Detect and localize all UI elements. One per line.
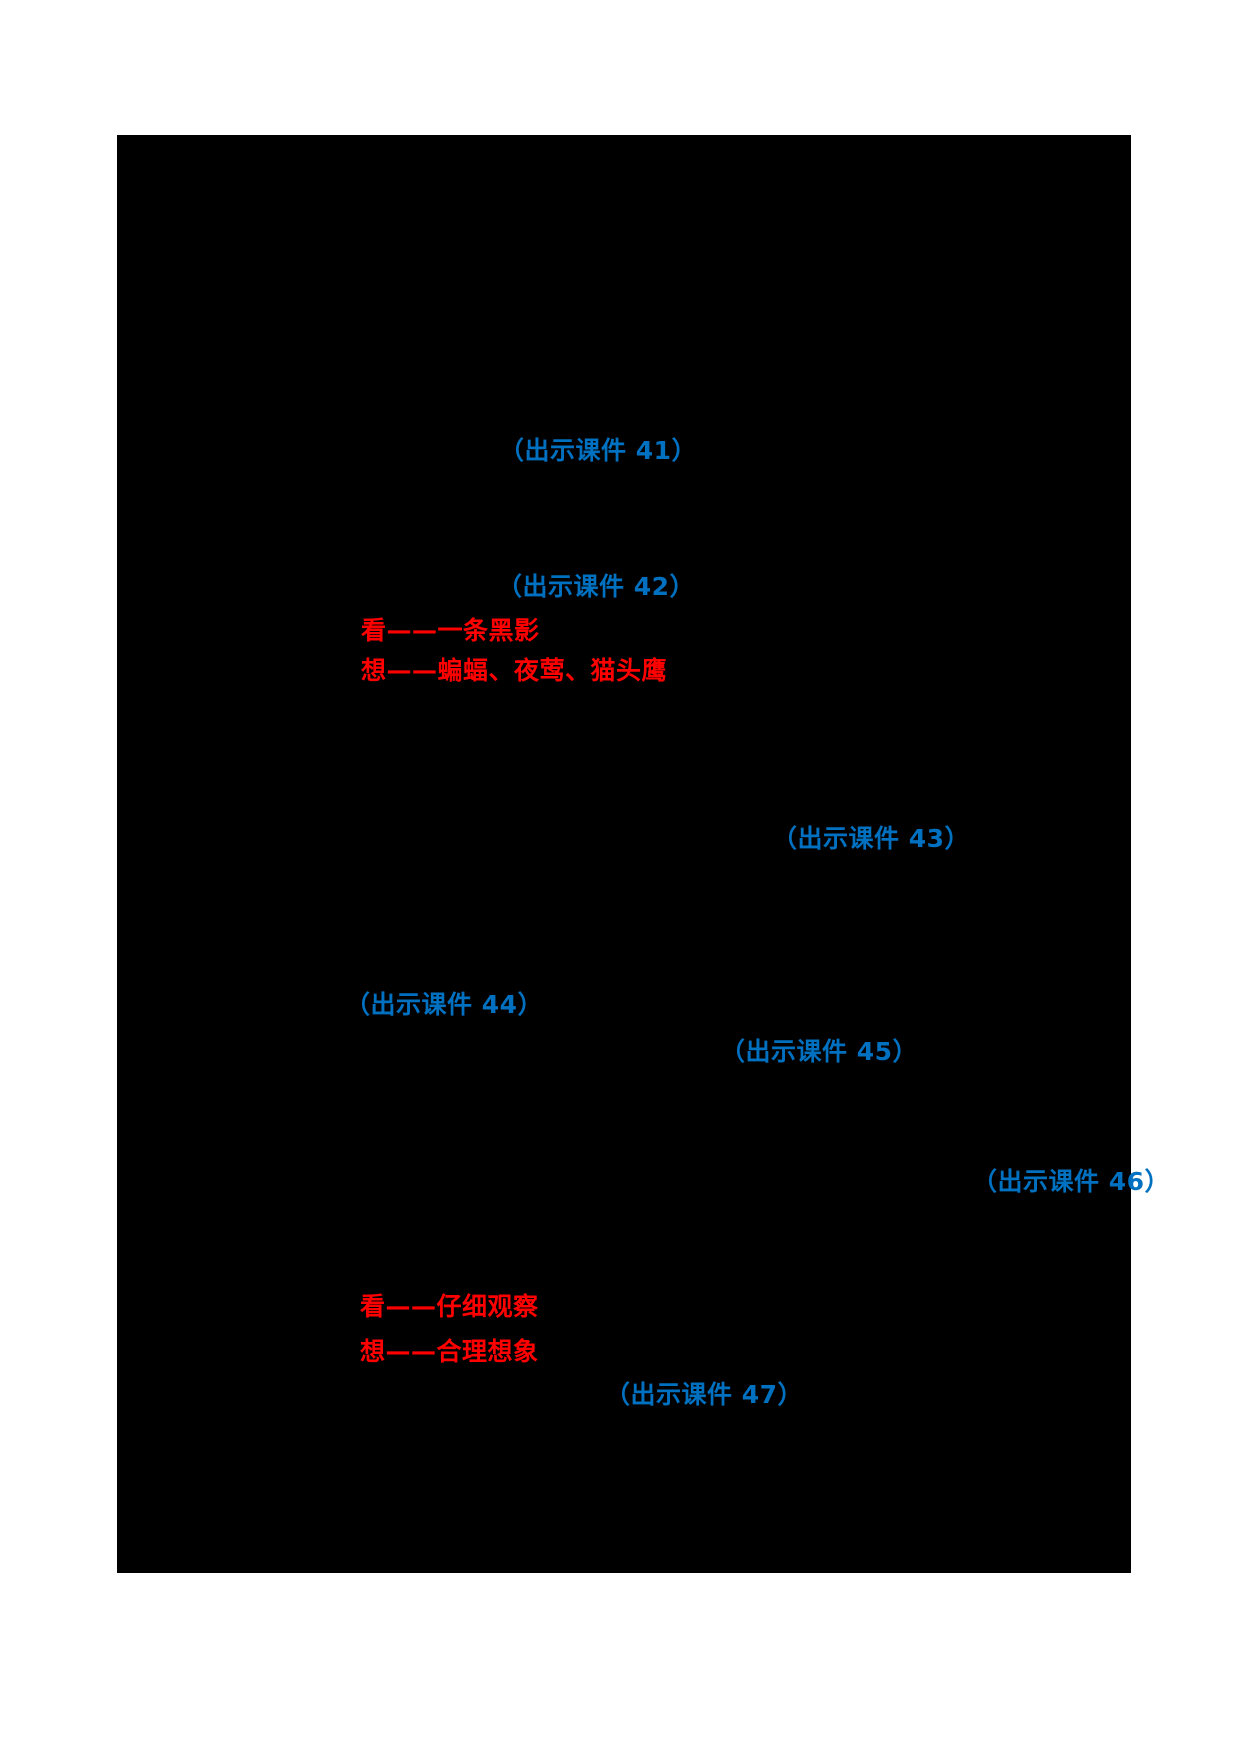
board-note-think-animals: 想——蝙蝠、夜莺、猫头鹰	[361, 656, 668, 685]
courseware-cue-43: （出示课件 43）	[772, 824, 970, 853]
board-note-look-shadow: 看——一条黑影	[361, 616, 540, 645]
courseware-cue-46: （出示课件 46）	[972, 1167, 1170, 1196]
courseware-cue-41: （出示课件 41）	[499, 436, 697, 465]
document-page: （出示课件 41） （出示课件 42） 看——一条黑影 想——蝙蝠、夜莺、猫头鹰…	[117, 135, 1170, 1573]
courseware-cue-45: （出示课件 45）	[720, 1037, 918, 1066]
courseware-cue-47: （出示课件 47）	[605, 1380, 803, 1409]
courseware-cue-42: （出示课件 42）	[497, 572, 695, 601]
board-note-look-observe: 看——仔细观察	[360, 1292, 539, 1321]
courseware-cue-44: （出示课件 44）	[345, 990, 543, 1019]
board-note-think-imagine: 想——合理想象	[360, 1337, 539, 1366]
